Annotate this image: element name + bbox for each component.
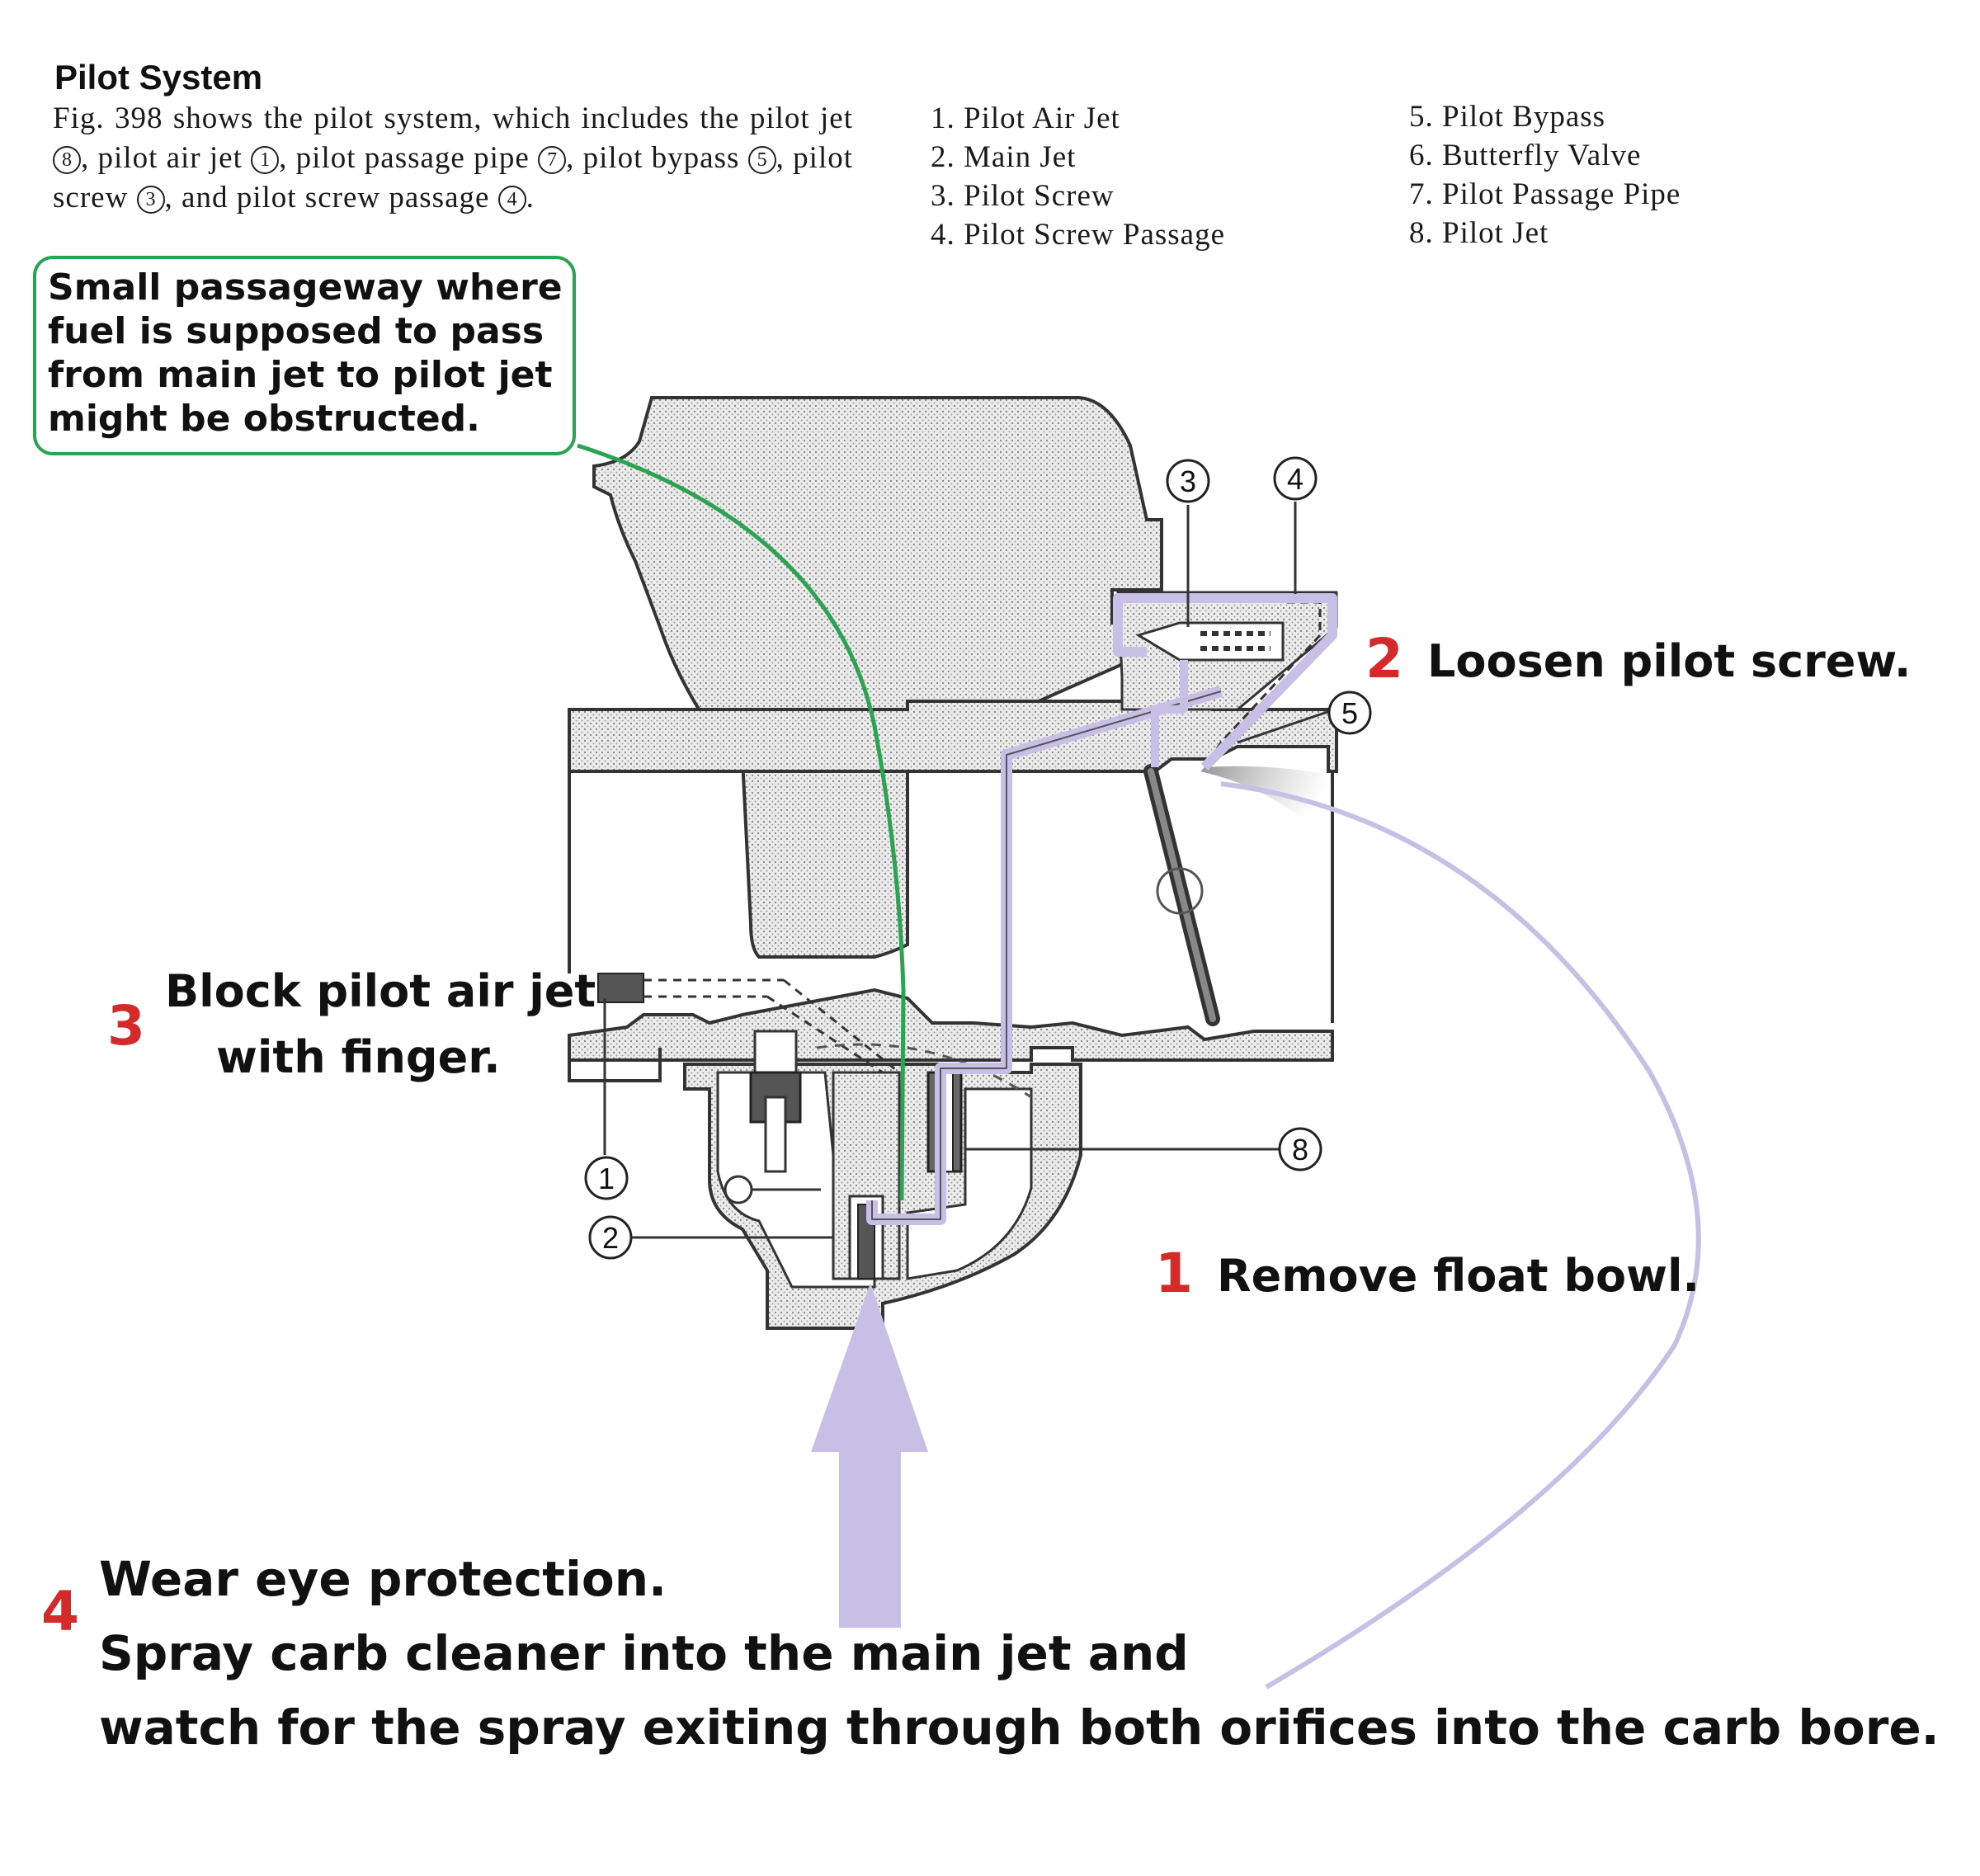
spray-exit-curve (1220, 781, 1701, 1690)
callout-label: 2 (602, 1221, 619, 1255)
legend-right: 5. Pilot Bypass 6. Butterfly Valve 7. Pi… (1409, 97, 1681, 252)
step-4-number: 4 (41, 1580, 79, 1643)
step-4-line1: Wear eye protection. (99, 1551, 667, 1607)
spray-mist (1200, 766, 1332, 850)
note-line: Small passageway where (48, 266, 563, 309)
intro-text: Fig. 398 shows the pilot system, which i… (53, 101, 853, 135)
note-line: from main jet to pilot jet (48, 354, 553, 396)
callout-leaders (603, 502, 1331, 1239)
callout-label: 1 (598, 1162, 615, 1195)
step-2-text: Loosen pilot screw. (1427, 635, 1912, 687)
callout-circles (584, 456, 1372, 1260)
step-2-number: 2 (1365, 627, 1403, 691)
note-line: might be obstructed. (48, 398, 480, 440)
callout-label: 5 (1341, 696, 1358, 730)
callout-ref: 7 (538, 146, 567, 174)
callout-label: 8 (1292, 1133, 1308, 1167)
step-4-line2: Spray carb cleaner into the main jet and (99, 1625, 1189, 1681)
obstruction-note-text: Small passageway where fuel is supposed … (48, 266, 576, 441)
spray-path (866, 593, 1337, 1225)
callout-ref: 1 (251, 146, 280, 174)
carb-upper-body (592, 396, 1163, 959)
step-3-line2: with finger. (216, 1031, 501, 1083)
step-3-line1: Block pilot air jet (165, 965, 596, 1017)
float-bowl-body (597, 973, 1082, 1330)
intro-text: , and pilot screw passage (164, 181, 490, 214)
step-4-line3: watch for the spray exiting through both… (99, 1699, 1940, 1756)
intro-text: , pilot passage pipe (279, 141, 530, 175)
legend-item: 8. Pilot Jet (1409, 216, 1549, 250)
legend-item: 5. Pilot Bypass (1409, 100, 1606, 134)
legend-item: 2. Main Jet (931, 140, 1077, 174)
legend-item: 4. Pilot Screw Passage (931, 218, 1226, 252)
step-1-number: 1 (1155, 1242, 1193, 1305)
legend-left: 1. Pilot Air Jet 2. Main Jet 3. Pilot Sc… (931, 99, 1225, 254)
intro-text: , pilot bypass (566, 141, 740, 175)
obstruction-note-box (33, 256, 576, 455)
legend-item: 1. Pilot Air Jet (931, 101, 1120, 135)
step-1-text: Remove float bowl. (1217, 1250, 1700, 1302)
intro-text: . (526, 181, 535, 214)
note-leader-line (577, 443, 906, 1201)
intro-text: , pilot air jet (81, 141, 243, 175)
step-3-number: 3 (107, 994, 145, 1058)
callout-ref: 4 (497, 186, 526, 214)
legend-item: 6. Butterfly Valve (1409, 139, 1642, 172)
spray-up-arrow (811, 1283, 928, 1628)
note-line: fuel is supposed to pass (48, 310, 544, 352)
callout-ref: 5 (747, 146, 776, 174)
page-title: Pilot System (54, 58, 263, 97)
callout-ref: 3 (136, 186, 165, 214)
pilot-screw-housing (1116, 591, 1338, 768)
callout-label: 3 (1180, 464, 1196, 498)
callout-ref: 8 (53, 146, 81, 174)
intro-paragraph: Fig. 398 shows the pilot system, which i… (53, 99, 853, 218)
callout-label: 4 (1287, 462, 1304, 496)
intro-text: , pilot screw (53, 141, 854, 214)
butterfly-valve (1143, 764, 1220, 1026)
legend-item: 3. Pilot Screw (931, 179, 1115, 213)
legend-item: 7. Pilot Passage Pipe (1409, 177, 1681, 211)
